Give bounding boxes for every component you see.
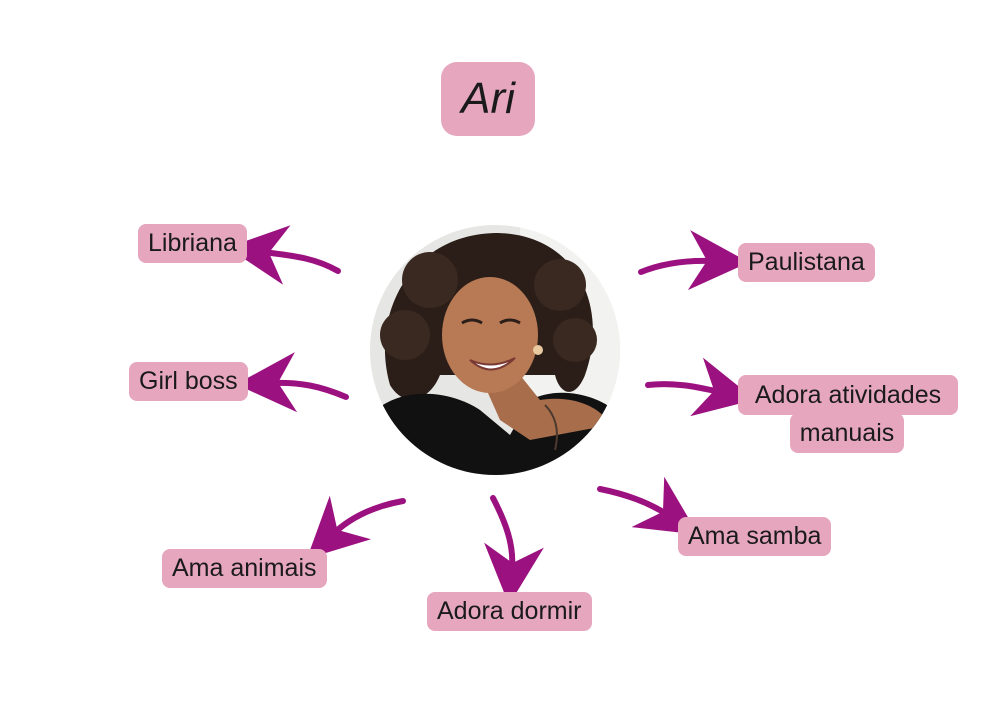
arrow-ama-animais xyxy=(306,495,406,559)
trait-girl-boss: Girl boss xyxy=(129,362,248,401)
arrow-adora-dormir xyxy=(484,495,544,605)
title-text: Ari xyxy=(461,74,515,123)
trait-ama-samba: Ama samba xyxy=(678,517,832,556)
arrow-libriana xyxy=(227,225,341,285)
arrow-adora-atividades xyxy=(645,357,756,417)
arrow-ama-samba xyxy=(597,476,699,535)
arrow-paulistana xyxy=(638,230,749,291)
trait-adora-dormir: Adora dormir xyxy=(427,592,592,631)
trait-libriana: Libriana xyxy=(138,224,247,263)
trait-paulistana: Paulistana xyxy=(738,243,875,282)
trait-adora-atividades-manuais: Adora atividades manuais xyxy=(738,375,958,453)
portrait-illustration xyxy=(370,225,620,475)
trait-ama-animais: Ama animais xyxy=(162,549,327,588)
arrow-girl-boss xyxy=(236,352,349,413)
title-badge: Ari xyxy=(441,62,535,136)
trait-line1: Adora atividades xyxy=(754,381,942,409)
tag-bg-line2 xyxy=(790,413,904,453)
profile-photo xyxy=(370,225,620,475)
trait-line2: manuais xyxy=(799,419,895,447)
tag-bg-line1 xyxy=(738,375,958,415)
